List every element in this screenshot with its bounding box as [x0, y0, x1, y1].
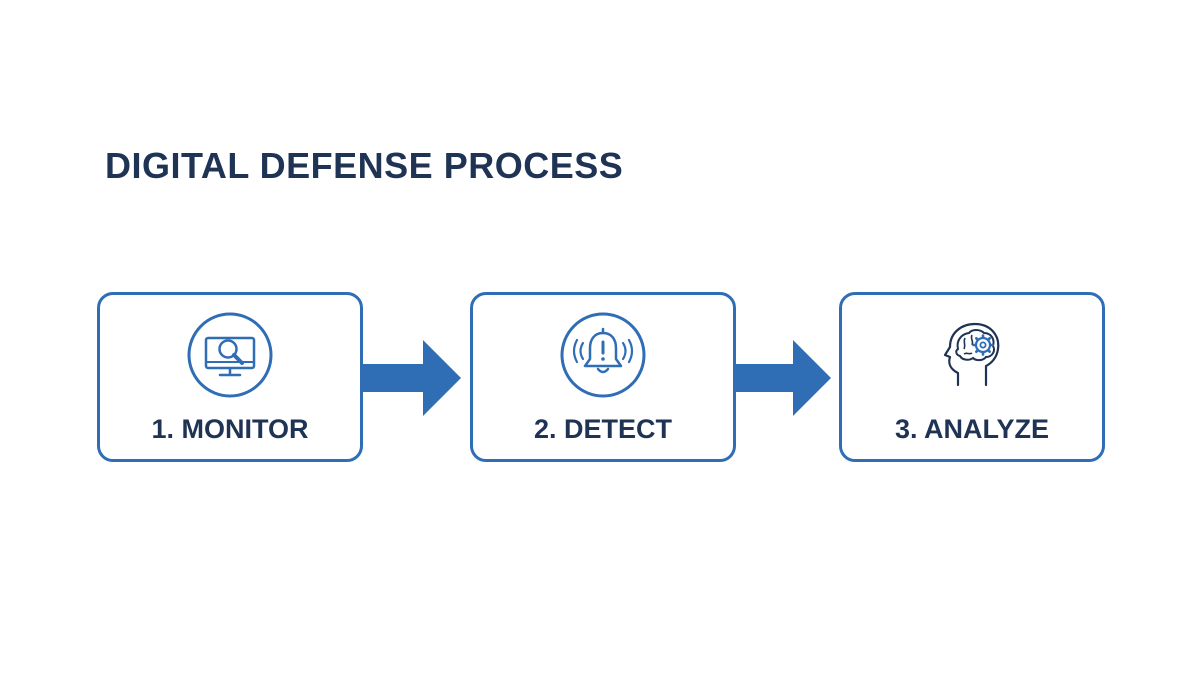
- step-label-monitor: 1. MONITOR: [151, 414, 309, 444]
- monitor-magnifier-icon: [186, 311, 274, 399]
- step-analyze-box: 3. ANALYZE: [839, 292, 1105, 462]
- step-label-analyze: 3. ANALYZE: [894, 414, 1050, 444]
- page-title: DIGITAL DEFENSE PROCESS: [105, 145, 624, 186]
- brain-gear-head-icon: [928, 311, 1016, 399]
- alarm-bell-icon: [559, 311, 647, 399]
- step-label-detect: 2. DETECT: [533, 414, 673, 444]
- arrow-right-icon: [363, 340, 461, 416]
- step-monitor-box: 1. MONITOR: [97, 292, 363, 462]
- arrow-right-icon: [733, 340, 831, 416]
- step-detect-box: 2. DETECT: [470, 292, 736, 462]
